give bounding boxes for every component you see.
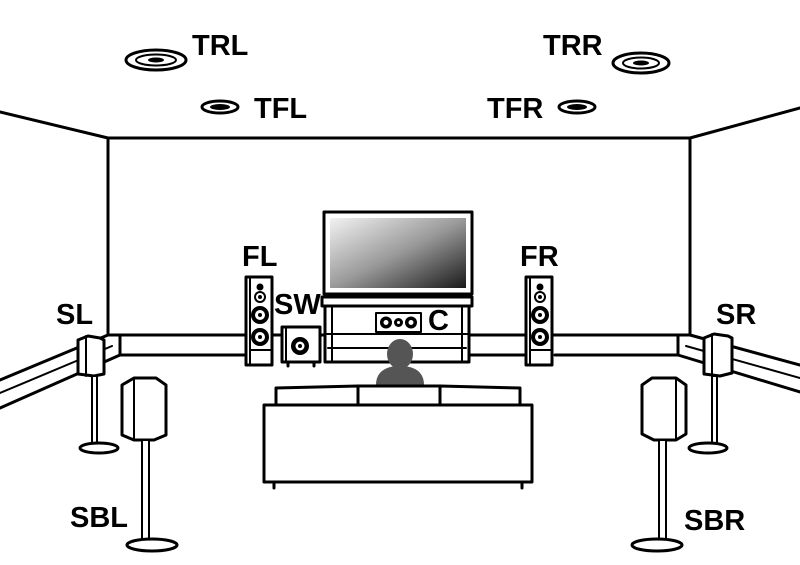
ceiling-speaker-tfl bbox=[200, 99, 240, 115]
center-speaker bbox=[375, 312, 422, 333]
label-c: C bbox=[428, 305, 449, 337]
label-sl: SL bbox=[56, 299, 93, 331]
label-fr: FR bbox=[520, 241, 559, 273]
surround-back-left-speaker bbox=[120, 376, 179, 553]
surround-right-speaker bbox=[687, 332, 734, 455]
label-sr: SR bbox=[716, 299, 756, 331]
ceiling-speaker-trr bbox=[611, 51, 671, 75]
tv bbox=[322, 210, 474, 301]
label-sbl: SBL bbox=[70, 502, 128, 534]
label-trl: TRL bbox=[192, 30, 248, 62]
label-sbr: SBR bbox=[684, 505, 745, 537]
label-trr: TRR bbox=[543, 30, 603, 62]
ceiling-speaker-trl bbox=[124, 48, 188, 72]
label-sw: SW bbox=[274, 289, 321, 321]
label-tfr: TFR bbox=[487, 93, 543, 125]
sofa bbox=[262, 384, 534, 490]
front-left-speaker bbox=[244, 275, 274, 367]
subwoofer bbox=[280, 325, 322, 368]
label-fl: FL bbox=[242, 241, 277, 273]
ceiling-speaker-tfr bbox=[557, 99, 597, 115]
room-walls bbox=[0, 106, 800, 410]
front-right-speaker bbox=[524, 275, 554, 367]
surround-back-right-speaker bbox=[630, 376, 688, 553]
label-tfl: TFL bbox=[254, 93, 307, 125]
surround-left-speaker bbox=[76, 334, 120, 455]
listener-person bbox=[376, 339, 424, 385]
